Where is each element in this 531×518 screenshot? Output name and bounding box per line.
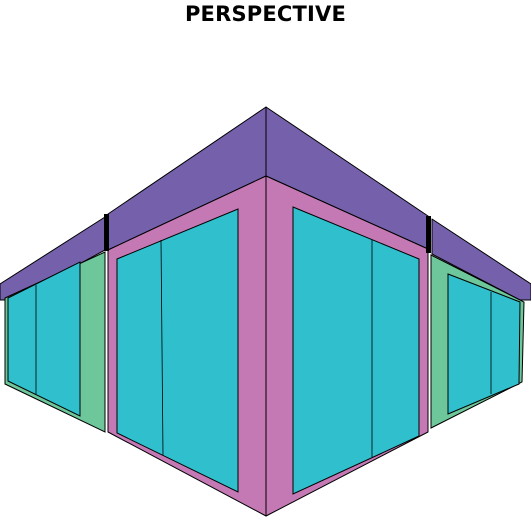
right-wing-glass — [447, 273, 521, 415]
accent-posts — [104, 214, 431, 253]
right-main-glass — [292, 206, 420, 495]
left-main-glass — [116, 208, 239, 493]
page-title: PERSPECTIVE — [184, 2, 347, 26]
left-green-wing — [4, 251, 106, 433]
left-wing-glass — [7, 261, 81, 417]
roof-right-outer-segment — [431, 218, 531, 301]
roof — [0, 106, 531, 301]
right-green-wing — [430, 254, 525, 429]
main-glass-panels — [116, 206, 420, 495]
left-main-mullion — [160, 239, 164, 456]
right-accent-post — [426, 216, 431, 253]
left-accent-post — [104, 214, 109, 251]
